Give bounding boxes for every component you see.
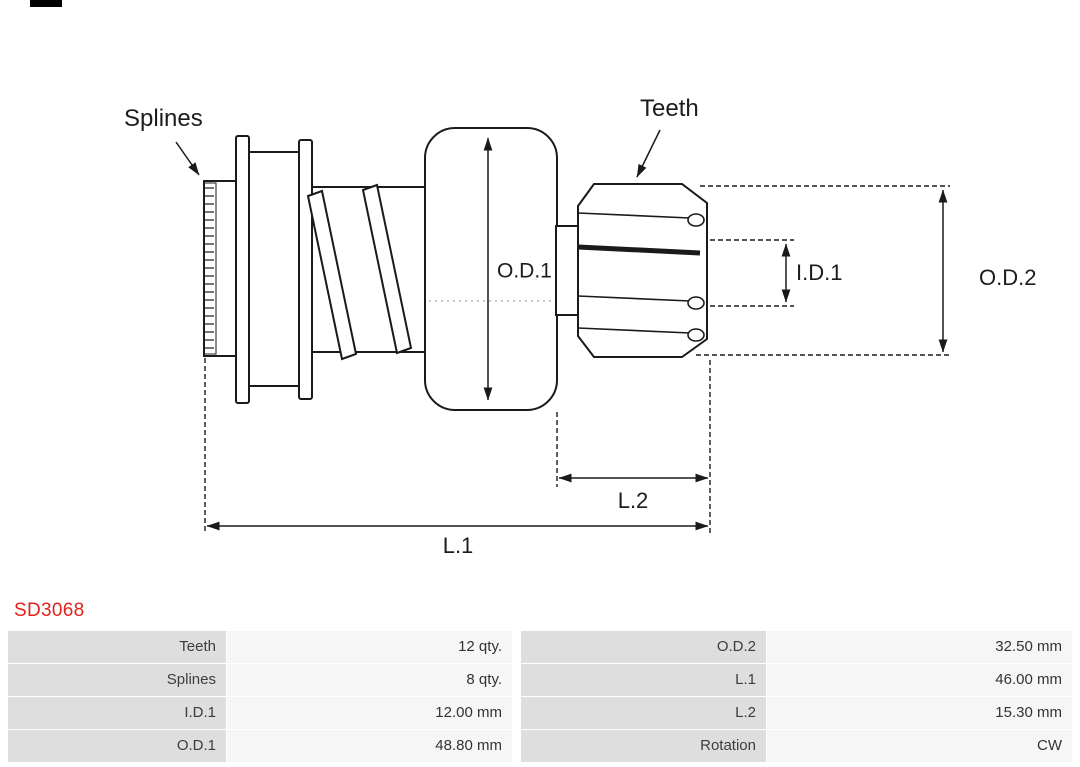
teeth-label: Teeth [640, 95, 699, 122]
spec-value-cell: 8 qty. [227, 664, 512, 696]
spec-value-cell: 12.00 mm [227, 697, 512, 729]
spec-value-cell: 15.30 mm [767, 697, 1072, 729]
dimension-lines [175, 129, 948, 531]
spec-value-cell: 32.50 mm [767, 631, 1072, 663]
spec-name-cell: O.D.2 [521, 631, 767, 663]
spring-coil-2 [361, 183, 413, 355]
table-column-gap [512, 730, 521, 762]
od1-dimension-label: O.D.1 [497, 260, 552, 283]
spec-name-cell: Rotation [521, 730, 767, 762]
spec-row: I.D.1 12.00 mm L.2 15.30 mm [8, 697, 1072, 729]
part-diagram: Splines Teeth O.D.1 I.D.1 O.D.2 L.2 L.1 [124, 95, 1036, 558]
l1-dimension-label: L.1 [443, 533, 474, 558]
spec-value-cell: CW [767, 730, 1072, 762]
spec-name-cell: Teeth [8, 631, 227, 663]
id1-dimension-label: I.D.1 [796, 260, 842, 285]
part-number: SD3068 [14, 600, 85, 621]
drum [248, 151, 301, 387]
spec-row: Teeth 12 qty. O.D.2 32.50 mm [8, 631, 1072, 663]
spec-name-cell: O.D.1 [8, 730, 227, 762]
table-column-gap [512, 631, 521, 663]
l2-dimension-label: L.2 [618, 488, 649, 513]
flange-2 [298, 139, 313, 400]
spec-row: Splines 8 qty. L.1 46.00 mm [8, 664, 1072, 696]
spec-value-cell: 12 qty. [227, 631, 512, 663]
pinion-gear [577, 183, 708, 358]
splines-callout-arrow [175, 141, 200, 176]
spec-value-cell: 46.00 mm [767, 664, 1072, 696]
spec-table: Teeth 12 qty. O.D.2 32.50 mm Splines 8 q… [8, 631, 1072, 763]
od2-dimension-label: O.D.2 [979, 265, 1036, 290]
spec-name-cell: Splines [8, 664, 227, 696]
brand-mark [30, 0, 62, 7]
spline-hatch [203, 182, 217, 355]
table-column-gap [512, 697, 521, 729]
teeth-callout-arrow [636, 129, 661, 178]
spec-row: O.D.1 48.80 mm Rotation CW [8, 730, 1072, 762]
flange-1 [235, 135, 250, 404]
spring-coil-1 [306, 189, 358, 361]
reference-lines [204, 185, 950, 534]
splines-label: Splines [124, 105, 203, 132]
spec-value-cell: 48.80 mm [227, 730, 512, 762]
spec-name-cell: L.1 [521, 664, 767, 696]
spec-name-cell: I.D.1 [8, 697, 227, 729]
drive-body-outline [203, 127, 708, 411]
neck [555, 225, 580, 316]
table-column-gap [512, 664, 521, 696]
spec-name-cell: L.2 [521, 697, 767, 729]
